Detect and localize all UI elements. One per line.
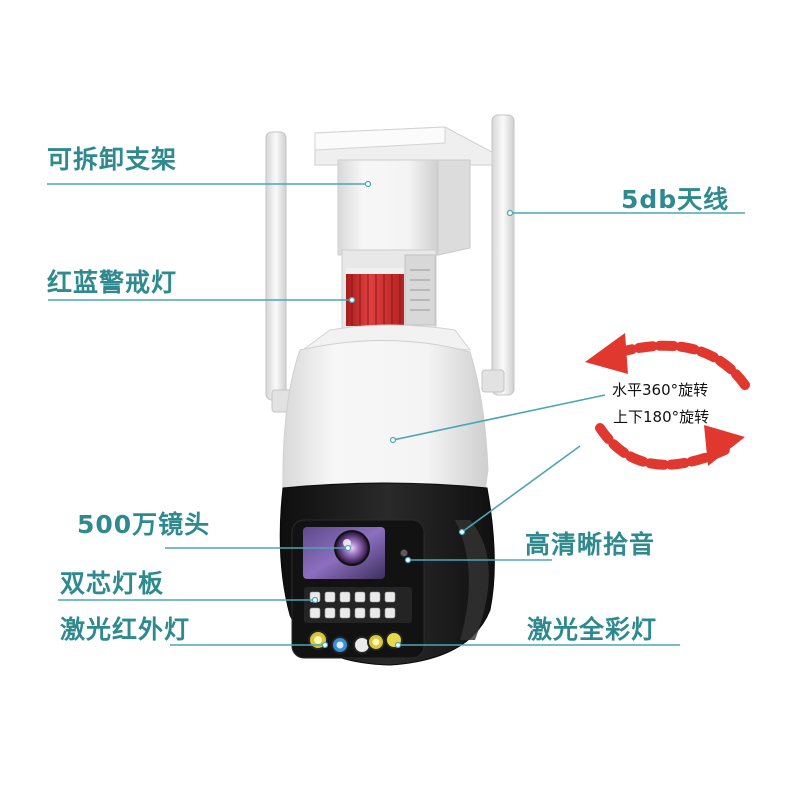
label-color-light: 激光全彩灯 (527, 615, 658, 644)
upper-housing (282, 340, 489, 496)
label-removable-bracket: 可拆卸支架 (47, 145, 178, 174)
label-light-board: 双芯灯板 (60, 569, 165, 598)
label-microphone: 高清晰拾音 (525, 530, 656, 559)
rotation-arrowhead-top (585, 333, 628, 374)
right-antenna (481, 114, 515, 396)
mount-bracket (314, 126, 493, 256)
rotation-arrowhead-bottom (704, 425, 745, 466)
leader-lines (47, 183, 745, 646)
front-panel (291, 519, 425, 659)
label-horizontal-rotation: 水平360°旋转 (612, 381, 709, 399)
label-lens: 500万镜头 (77, 510, 211, 539)
label-warning-light: 红蓝警戒灯 (47, 268, 178, 297)
rotation-arrows (595, 340, 750, 470)
label-vertical-rotation: 上下180°旋转 (613, 408, 710, 426)
left-antenna (265, 131, 295, 413)
label-antenna: 5db天线 (621, 185, 730, 214)
label-ir-light: 激光红外灯 (60, 615, 191, 644)
